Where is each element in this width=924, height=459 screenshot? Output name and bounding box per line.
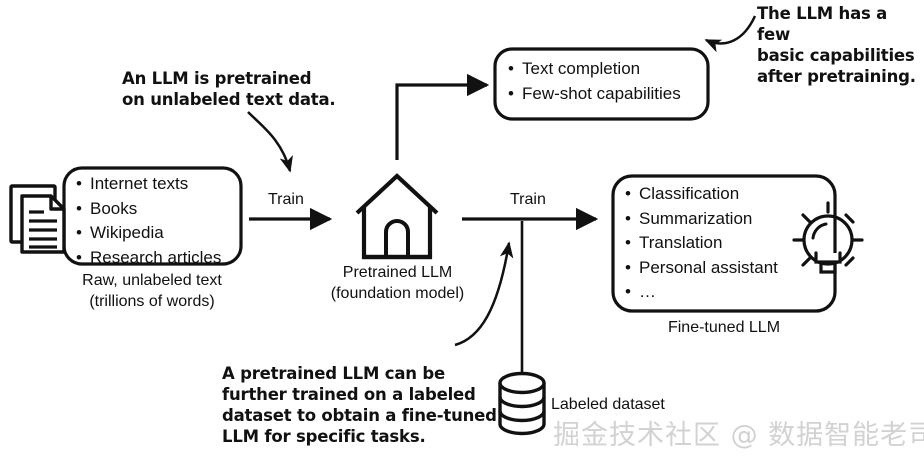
raw-data-caption: Raw, unlabeled text (trillions of words) xyxy=(82,272,222,310)
list-item: •Personal assistant xyxy=(625,256,815,281)
annotation-arrow-pretrain xyxy=(247,111,293,173)
annotation-arrow-finetune xyxy=(454,241,514,347)
list-item: •Books xyxy=(76,197,241,222)
list-item: •Research articles xyxy=(76,246,241,271)
list-item: •Summarization xyxy=(625,207,815,232)
bullet-icon: • xyxy=(76,174,82,193)
base-capabilities-box-outline xyxy=(493,47,710,121)
bullet-icon: • xyxy=(76,223,82,242)
bullet-icon: • xyxy=(625,233,631,252)
annotation-finetune-note: A pretrained LLM can be further trained … xyxy=(222,364,497,446)
finetuned-list: •Classification •Summarization •Translat… xyxy=(625,182,815,305)
model-node-caption: Pretrained LLM (foundation model) xyxy=(330,264,465,302)
bullet-icon: • xyxy=(76,247,82,267)
annotation-pretrain-note: An LLM is pretrained on unlabeled text d… xyxy=(122,69,336,109)
list-item: •Few-shot capabilities xyxy=(508,82,708,107)
list-item: •… xyxy=(625,280,815,305)
raw-data-box-list: •Internet texts •Books •Wikipedia •Resea… xyxy=(76,172,241,270)
annotation-arrow-capabilities xyxy=(704,15,757,53)
edge-label-train-2: Train xyxy=(510,191,546,208)
base-capabilities-list: •Text completion •Few-shot capabilities xyxy=(508,57,708,106)
bullet-icon: • xyxy=(625,208,631,228)
list-item: •Wikipedia xyxy=(76,221,241,246)
watermark-text: 掘金技术社区 @ 数据智能老司机 xyxy=(553,420,924,451)
bullet-icon: • xyxy=(625,282,631,301)
list-item: •Translation xyxy=(625,231,815,256)
list-item: •Text completion xyxy=(508,57,708,82)
bullet-icon: • xyxy=(76,198,82,218)
edge-label-train-1: Train xyxy=(268,191,304,208)
document-stack-icon xyxy=(9,184,66,254)
annotation-capabilities-note: The LLM has a few basic capabilities aft… xyxy=(757,4,916,86)
bullet-icon: • xyxy=(625,184,631,203)
bullet-icon: • xyxy=(625,257,631,277)
house-icon xyxy=(355,173,439,260)
database-icon xyxy=(498,371,546,436)
list-item: •Classification xyxy=(625,182,815,207)
lightbulb-icon xyxy=(792,201,864,274)
bullet-icon: • xyxy=(508,83,514,103)
finetuned-caption: Fine-tuned LLM xyxy=(667,319,781,336)
list-item: •Internet texts xyxy=(76,172,241,197)
dataset-label: Labeled dataset xyxy=(551,396,665,413)
elbow-arrow-to-capabilities xyxy=(395,73,490,160)
finetuned-box-outline xyxy=(611,174,837,313)
bullet-icon: • xyxy=(508,59,514,78)
